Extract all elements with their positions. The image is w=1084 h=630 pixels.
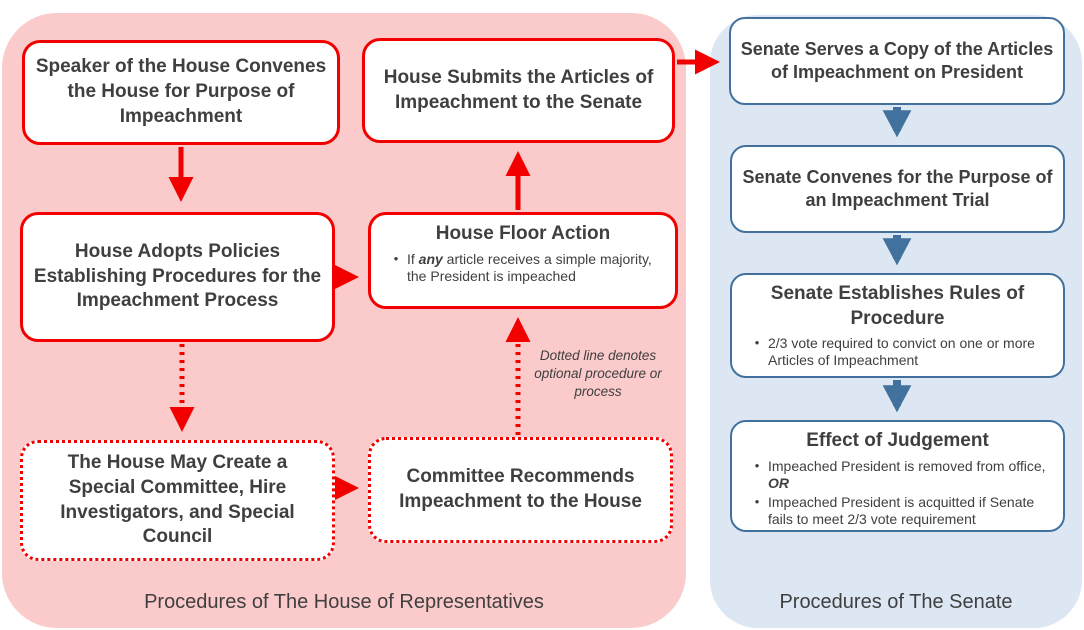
box-house-adopts-policies: House Adopts Policies Establishing Proce… bbox=[20, 212, 335, 342]
box-judgement-title: Effect of Judgement bbox=[806, 430, 989, 451]
box-house-may-create-committee: The House May Create a Special Committee… bbox=[20, 440, 335, 561]
box-senate-establishes-rules: Senate Establishes Rules of Procedure • … bbox=[730, 273, 1065, 378]
box-committee-text: Committee Recommends Impeachment to the … bbox=[399, 466, 642, 512]
bullet-item: • If any article receives a simple major… bbox=[385, 251, 665, 285]
bullet-item: • Impeached President is removed from of… bbox=[746, 458, 1053, 492]
box-floor-bullets: • If any article receives a simple major… bbox=[371, 247, 675, 289]
box-speaker-convenes-house: Speaker of the House Convenes the House … bbox=[22, 40, 340, 145]
box-house-submits-articles: House Submits the Articles of Impeachmen… bbox=[362, 38, 675, 143]
box-speaker-text: Speaker of the House Convenes the House … bbox=[35, 56, 327, 127]
box-effect-of-judgement: Effect of Judgement • Impeached Presiden… bbox=[730, 420, 1065, 532]
box-submits-text: House Submits the Articles of Impeachmen… bbox=[383, 66, 654, 113]
box-rules-bullets: • 2/3 vote required to convict on one or… bbox=[732, 331, 1063, 373]
box-committee-recommends: Committee Recommends Impeachment to the … bbox=[368, 437, 673, 543]
bullet-text: If any article receives a simple majorit… bbox=[407, 250, 652, 284]
box-house-floor-action: House Floor Action • If any article rece… bbox=[368, 212, 678, 309]
bullet-glyph: • bbox=[754, 493, 760, 509]
box-judgement-bullets: • Impeached President is removed from of… bbox=[732, 454, 1063, 532]
bullet-text: Impeached President is removed from offi… bbox=[768, 457, 1046, 491]
box-serves-text: Senate Serves a Copy of the Articles of … bbox=[740, 38, 1054, 82]
bullet-text: 2/3 vote required to convict on one or m… bbox=[768, 335, 1035, 369]
box-convenes-text: Senate Convenes for the Purpose of an Im… bbox=[742, 166, 1053, 210]
bullet-item: • 2/3 vote required to convict on one or… bbox=[746, 335, 1053, 369]
dotted-line-note: Dotted line denotes optional procedure o… bbox=[534, 348, 662, 400]
box-senate-convenes-trial: Senate Convenes for the Purpose of an Im… bbox=[730, 145, 1065, 233]
bullet-glyph: • bbox=[393, 250, 399, 266]
bullet-glyph: • bbox=[754, 457, 760, 473]
bullet-text: Impeached President is acquitted if Sena… bbox=[768, 493, 1035, 527]
box-senate-serves-copy: Senate Serves a Copy of the Articles of … bbox=[729, 17, 1065, 105]
bullet-item: • Impeached President is acquitted if Se… bbox=[746, 494, 1053, 528]
senate-panel-caption: Procedures of The Senate bbox=[779, 591, 1013, 613]
bullet-glyph: • bbox=[754, 335, 760, 351]
box-floor-title: House Floor Action bbox=[435, 223, 611, 244]
box-maycreate-text: The House May Create a Special Committee… bbox=[60, 452, 295, 548]
box-adopts-text: House Adopts Policies Establishing Proce… bbox=[33, 240, 322, 312]
house-panel-caption: Procedures of The House of Representativ… bbox=[144, 591, 544, 613]
box-rules-title: Senate Establishes Rules of Procedure bbox=[770, 283, 1025, 329]
